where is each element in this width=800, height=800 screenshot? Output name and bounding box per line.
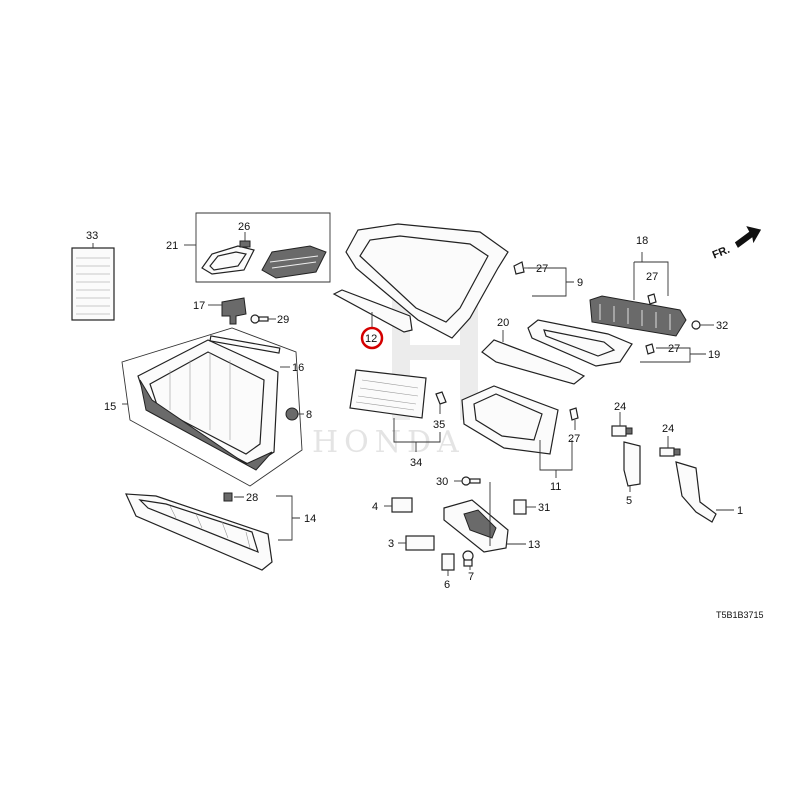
part-21-26-vent-box [184,212,331,283]
part-8-damper [285,407,304,421]
part-6-connector [441,553,455,576]
part-4-switch [384,497,413,513]
label-35: 35 [433,419,445,431]
label-5: 5 [626,495,632,507]
label-13: 13 [528,539,540,551]
label-27-b: 27 [568,433,580,445]
part-33-booklet [71,243,115,321]
label-4: 4 [372,501,378,513]
diagram-code: T5B1B3715 [716,610,764,620]
label-11: 11 [550,481,561,493]
label-24-a: 24 [614,401,626,413]
label-18: 18 [636,235,648,247]
part-7-knob [462,550,474,570]
part-20-trim [481,330,586,385]
part-17-bracket [208,297,247,325]
label-9: 9 [577,277,583,289]
label-15: 15 [104,401,116,413]
label-32: 32 [716,320,728,332]
part-32-screw [691,320,714,330]
part-29-screw [250,314,276,324]
part-31-clip [513,499,536,515]
direction-label: FR. [711,244,732,262]
honda-watermark: HONDA [312,300,478,460]
part-3-switch [398,535,435,551]
part-15-glovebox-assembly [121,327,303,487]
label-20: 20 [497,317,509,329]
label-21: 21 [166,240,178,252]
watermark-text: HONDA [312,425,465,460]
part-19-vent-frame [527,319,706,367]
label-7: 7 [468,571,474,583]
part-18-vent-assembly [589,252,687,337]
part-14-glovebox-lower [125,492,300,571]
label-34: 34 [410,457,422,469]
label-33: 33 [86,230,98,242]
part-12-garnish-strip [332,289,413,350]
label-16: 16 [292,362,304,374]
label-17: 17 [193,300,205,312]
part-30-screw [454,476,481,486]
label-12: 12 [365,333,377,345]
part-9-upper-cover [345,223,574,339]
part-27-clip-b [569,407,579,430]
label-1: 1 [737,505,743,517]
label-24-b: 24 [662,423,674,435]
part-34-lid-panel [349,369,447,452]
part-27-clip-d [647,293,657,305]
label-31: 31 [538,502,550,514]
label-27-d: 27 [646,271,658,283]
label-26: 26 [238,221,250,233]
label-28: 28 [246,492,258,504]
label-3: 3 [388,538,394,550]
label-29: 29 [277,314,289,326]
part-1-bracket [659,436,734,523]
label-8: 8 [306,409,312,421]
label-6: 6 [444,579,450,591]
label-27-a: 27 [536,263,548,275]
part-13-lower-panel [443,482,526,553]
label-30: 30 [436,476,448,488]
label-27-c: 27 [668,343,680,355]
part-27-clip-c [645,343,655,355]
label-19: 19 [708,349,720,361]
highlight-ring [360,326,384,350]
part-27-clip-a [513,261,534,275]
part-11-center-panel [461,385,573,478]
label-14: 14 [304,513,316,525]
front-direction-arrow[interactable]: FR. [711,224,764,262]
part-5-bracket [611,412,641,492]
